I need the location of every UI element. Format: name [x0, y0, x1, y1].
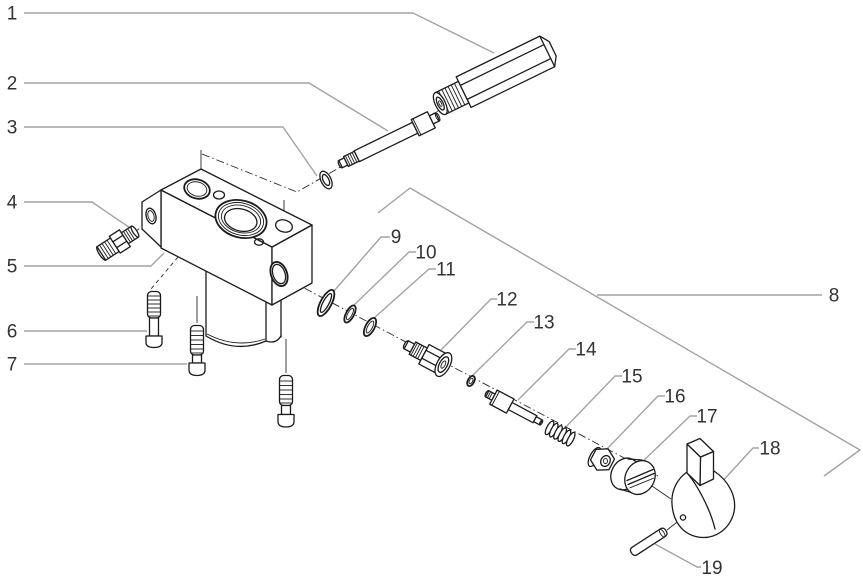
plug-handle-centerline [651, 485, 672, 500]
leader-line-16 [604, 395, 665, 452]
callout-4: 4 [7, 193, 18, 214]
leader-line-2 [24, 82, 389, 132]
handle-tab-top-face [686, 437, 715, 458]
part-7-screw-second [277, 374, 295, 428]
leader-line-9 [333, 236, 390, 292]
callout-12: 12 [496, 290, 517, 311]
callout-19: 19 [701, 558, 722, 579]
block-threaded-port [214, 199, 268, 239]
callout-1: 1 [7, 4, 18, 25]
leader-line-1 [24, 12, 495, 54]
callout-5: 5 [7, 257, 18, 278]
callout-14: 14 [575, 340, 597, 361]
leader-line-10 [352, 251, 416, 307]
block-left-face [141, 189, 162, 248]
callout-7: 7 [7, 355, 18, 376]
block-ringed-hole [183, 178, 211, 200]
part-9-o-ring [316, 289, 336, 317]
leader-line-3 [24, 126, 318, 177]
callout-18: 18 [759, 439, 780, 460]
callout-2: 2 [7, 74, 18, 95]
part-4-hex-nipple-fitting [96, 225, 140, 261]
callout-16: 16 [664, 387, 685, 408]
callout-8: 8 [829, 286, 840, 307]
leader-lines [24, 12, 861, 568]
leader-line-19 [654, 543, 701, 568]
handle-pin-hole [679, 514, 687, 521]
callout-3: 3 [7, 118, 18, 139]
leader-line-14 [517, 348, 576, 401]
part-2-valve-stem-tube [337, 111, 441, 169]
leader-line-5 [24, 252, 165, 267]
callout-10: 10 [415, 243, 436, 264]
callout-labels: 1 2 3 4 5 6 7 8 9 10 11 12 13 14 15 16 1… [7, 4, 840, 579]
leader-line-17 [639, 415, 697, 465]
block-tiny-hole [253, 238, 265, 246]
callout-11: 11 [436, 260, 456, 281]
part-13-o-ring [466, 375, 476, 387]
callout-6: 6 [7, 322, 18, 343]
part-18-handle [671, 437, 736, 539]
upper-axis-centerline [201, 107, 444, 193]
leader-line-12 [440, 298, 497, 351]
block-small-hole [212, 190, 226, 200]
leader-bracket-8 [377, 187, 861, 477]
part-14-valve-poppet [484, 389, 544, 426]
callout-17: 17 [696, 407, 717, 428]
leader-line-18 [718, 447, 759, 486]
callout-13: 13 [533, 313, 554, 334]
part-11-o-ring [362, 317, 378, 337]
callout-9: 9 [391, 227, 402, 248]
leader-line-13 [471, 321, 534, 377]
part-16-hex-nut [587, 446, 616, 471]
part-10-o-ring [343, 304, 357, 324]
leader-line-15 [562, 375, 622, 431]
block-plain-hole [274, 219, 294, 233]
part-6-screw [145, 290, 163, 349]
part-5-valve-block [141, 168, 313, 348]
part-7-screw [188, 324, 206, 377]
part-1-valve-housing [432, 35, 557, 116]
leader-line-4 [24, 201, 134, 231]
part-12-valve-seat [402, 340, 453, 378]
part-3-washer [319, 170, 333, 190]
part-15-spring [544, 420, 576, 447]
leader-line-11 [372, 268, 436, 320]
block-side-port [269, 261, 289, 287]
callout-15: 15 [621, 367, 642, 388]
part-17-slotted-plug [610, 457, 656, 496]
part-19-pin [629, 527, 668, 557]
